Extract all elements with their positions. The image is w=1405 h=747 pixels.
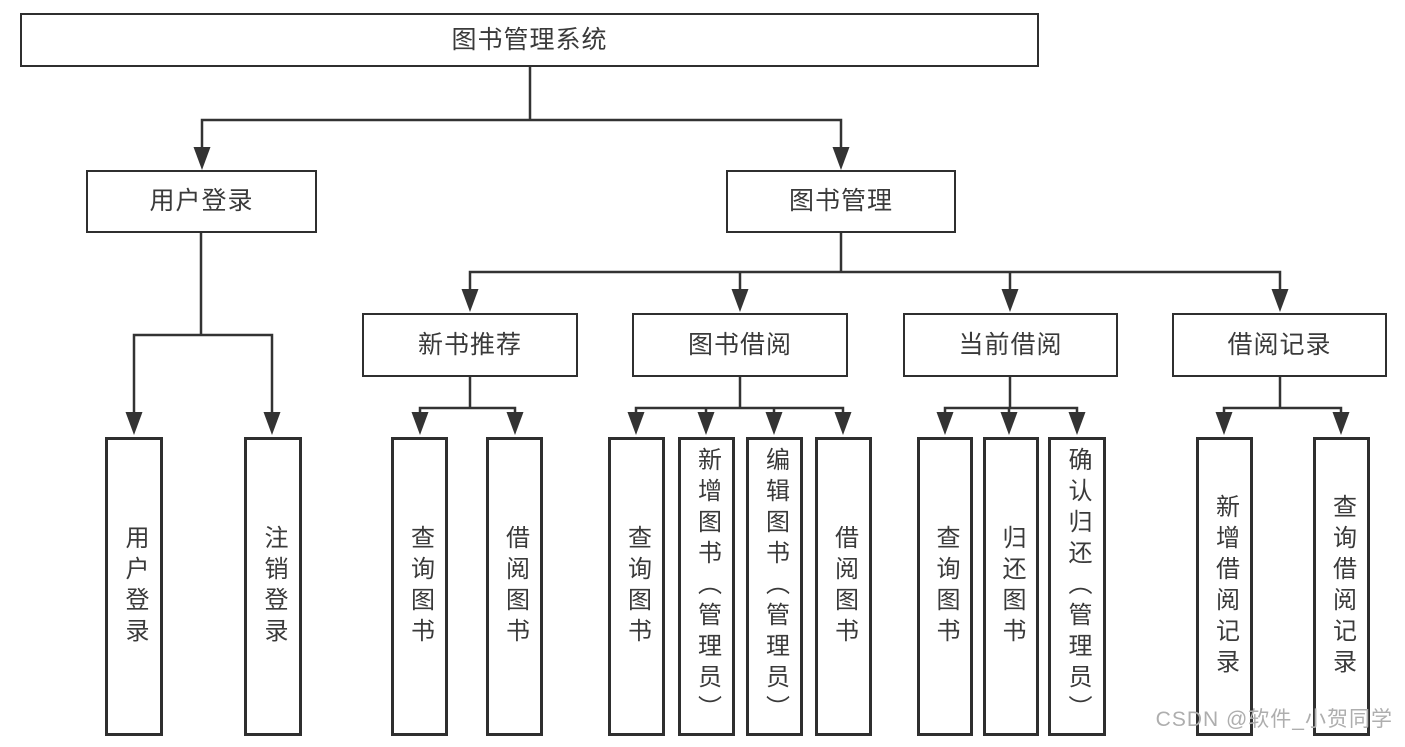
connector-current-borrowing-to-leaves <box>936 377 1086 435</box>
node-borrowing-records: 借阅记录 <box>1172 313 1387 377</box>
node-label: 借阅记录 <box>1227 330 1332 359</box>
node-label: 图书借阅 <box>687 330 792 359</box>
leaf-query-books-borrowing: 查询图书 <box>608 437 665 736</box>
node-label: 图书管理系统 <box>451 25 608 54</box>
leaf-label: 用户登录 <box>121 524 148 649</box>
arrowhead <box>697 412 715 435</box>
arrowhead <box>1332 412 1350 435</box>
connector-borrowing-records-to-leaves <box>1215 377 1350 435</box>
leaf-add-book-admin: 新增图书（管理员） <box>678 437 735 736</box>
connector-line <box>943 377 1079 413</box>
leaf-label: 借阅图书 <box>830 524 858 649</box>
leaf-user-login: 用户登录 <box>105 437 163 736</box>
connector-line <box>132 233 274 413</box>
leaf-query-books-current: 查询图书 <box>917 437 973 736</box>
leaf-query-borrow-record: 查询借阅记录 <box>1313 437 1370 736</box>
leaf-label: 查询借阅记录 <box>1328 493 1356 680</box>
arrowhead <box>832 147 850 170</box>
arrowhead <box>1000 412 1018 435</box>
node-label: 当前借阅 <box>958 330 1063 359</box>
leaf-label: 归还图书 <box>998 524 1025 649</box>
connector-book-borrowing-to-leaves <box>627 377 852 435</box>
node-current-borrowing: 当前借阅 <box>903 313 1118 377</box>
arrowhead <box>461 289 479 312</box>
connector-line <box>468 233 1282 290</box>
arrowhead <box>506 412 524 435</box>
node-new-book-recommend: 新书推荐 <box>362 313 578 377</box>
arrowhead <box>936 412 954 435</box>
connector-root-to-level2 <box>193 67 850 170</box>
leaf-label: 确认归还（管理员） <box>1064 447 1091 726</box>
connector-new-book-recommend-to-leaves <box>411 377 524 435</box>
leaf-label: 查询图书 <box>932 524 959 649</box>
connector-line <box>1222 377 1343 413</box>
leaf-label: 新增借阅记录 <box>1211 493 1239 680</box>
arrowhead <box>125 412 143 435</box>
leaf-add-borrow-record: 新增借阅记录 <box>1196 437 1253 736</box>
connector-line <box>200 67 843 148</box>
arrowhead <box>731 289 749 312</box>
leaf-borrow-books-recommend: 借阅图书 <box>486 437 543 736</box>
arrowhead <box>1215 412 1233 435</box>
node-book-borrowing: 图书借阅 <box>632 313 848 377</box>
arrowhead <box>411 412 429 435</box>
arrowhead <box>1001 289 1019 312</box>
node-book-management: 图书管理 <box>726 170 956 233</box>
node-user-login: 用户登录 <box>86 170 317 233</box>
leaf-query-books-recommend: 查询图书 <box>391 437 448 736</box>
arrowhead <box>1068 412 1086 435</box>
arrowhead <box>263 412 281 435</box>
leaf-label: 编辑图书（管理员） <box>761 447 789 726</box>
leaf-label: 注销登录 <box>260 524 287 649</box>
connector-user-login-to-leaves <box>125 233 281 435</box>
leaf-label: 查询图书 <box>406 524 434 649</box>
arrowhead <box>193 147 211 170</box>
node-label: 新书推荐 <box>417 330 522 359</box>
leaf-label: 新增图书（管理员） <box>693 447 721 726</box>
leaf-label: 借阅图书 <box>501 524 529 649</box>
leaf-edit-book-admin: 编辑图书（管理员） <box>746 437 803 736</box>
leaf-return-books: 归还图书 <box>983 437 1039 736</box>
arrowhead <box>627 412 645 435</box>
leaf-logout: 注销登录 <box>244 437 302 736</box>
connector-line <box>418 377 517 413</box>
node-library-management-system: 图书管理系统 <box>20 13 1039 67</box>
leaf-borrow-books-borrowing: 借阅图书 <box>815 437 872 736</box>
arrowhead <box>834 412 852 435</box>
connector-book-management-to-level3 <box>461 233 1289 312</box>
node-label: 图书管理 <box>788 187 893 215</box>
leaf-label: 查询图书 <box>623 524 651 649</box>
leaf-confirm-return-admin: 确认归还（管理员） <box>1048 437 1106 736</box>
connector-line <box>634 377 845 413</box>
arrowhead <box>1271 289 1289 312</box>
node-label: 用户登录 <box>149 187 254 215</box>
csdn-watermark: CSDN @软件_小贺同学 <box>1155 708 1393 731</box>
arrowhead <box>765 412 783 435</box>
